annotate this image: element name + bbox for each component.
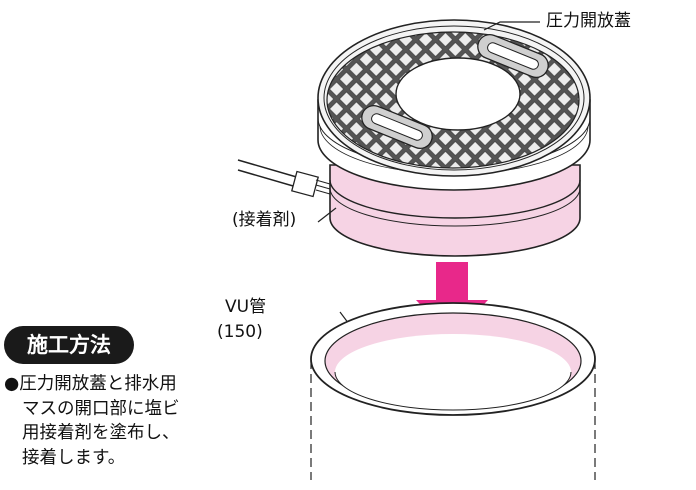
instruction-line: マスの開口部に塩ビ bbox=[22, 398, 180, 419]
cable bbox=[237, 159, 331, 198]
pressure-release-lid bbox=[317, 19, 591, 191]
method-badge: 施工方法 bbox=[4, 326, 134, 364]
pipe-size-label: (150) bbox=[217, 322, 263, 342]
instructions: ●圧力開放蓋と排水用 マスの開口部に塩ビ 用接着剤を塗布し、 接着します。 bbox=[4, 372, 180, 470]
vu-pipe bbox=[310, 302, 596, 480]
lid-slot-left bbox=[361, 104, 433, 150]
lid-label: 圧力開放蓋 bbox=[546, 11, 631, 31]
pipe-label: VU管 bbox=[225, 297, 267, 317]
lid-collar bbox=[329, 164, 581, 257]
lid-slot-right bbox=[477, 33, 549, 79]
adhesive-label: (接着剤) bbox=[232, 210, 297, 230]
instruction-line: ●圧力開放蓋と排水用 bbox=[4, 374, 177, 394]
instruction-line: 用接着剤を塗布し、 bbox=[22, 423, 180, 443]
instruction-line: 接着します。 bbox=[22, 447, 126, 468]
